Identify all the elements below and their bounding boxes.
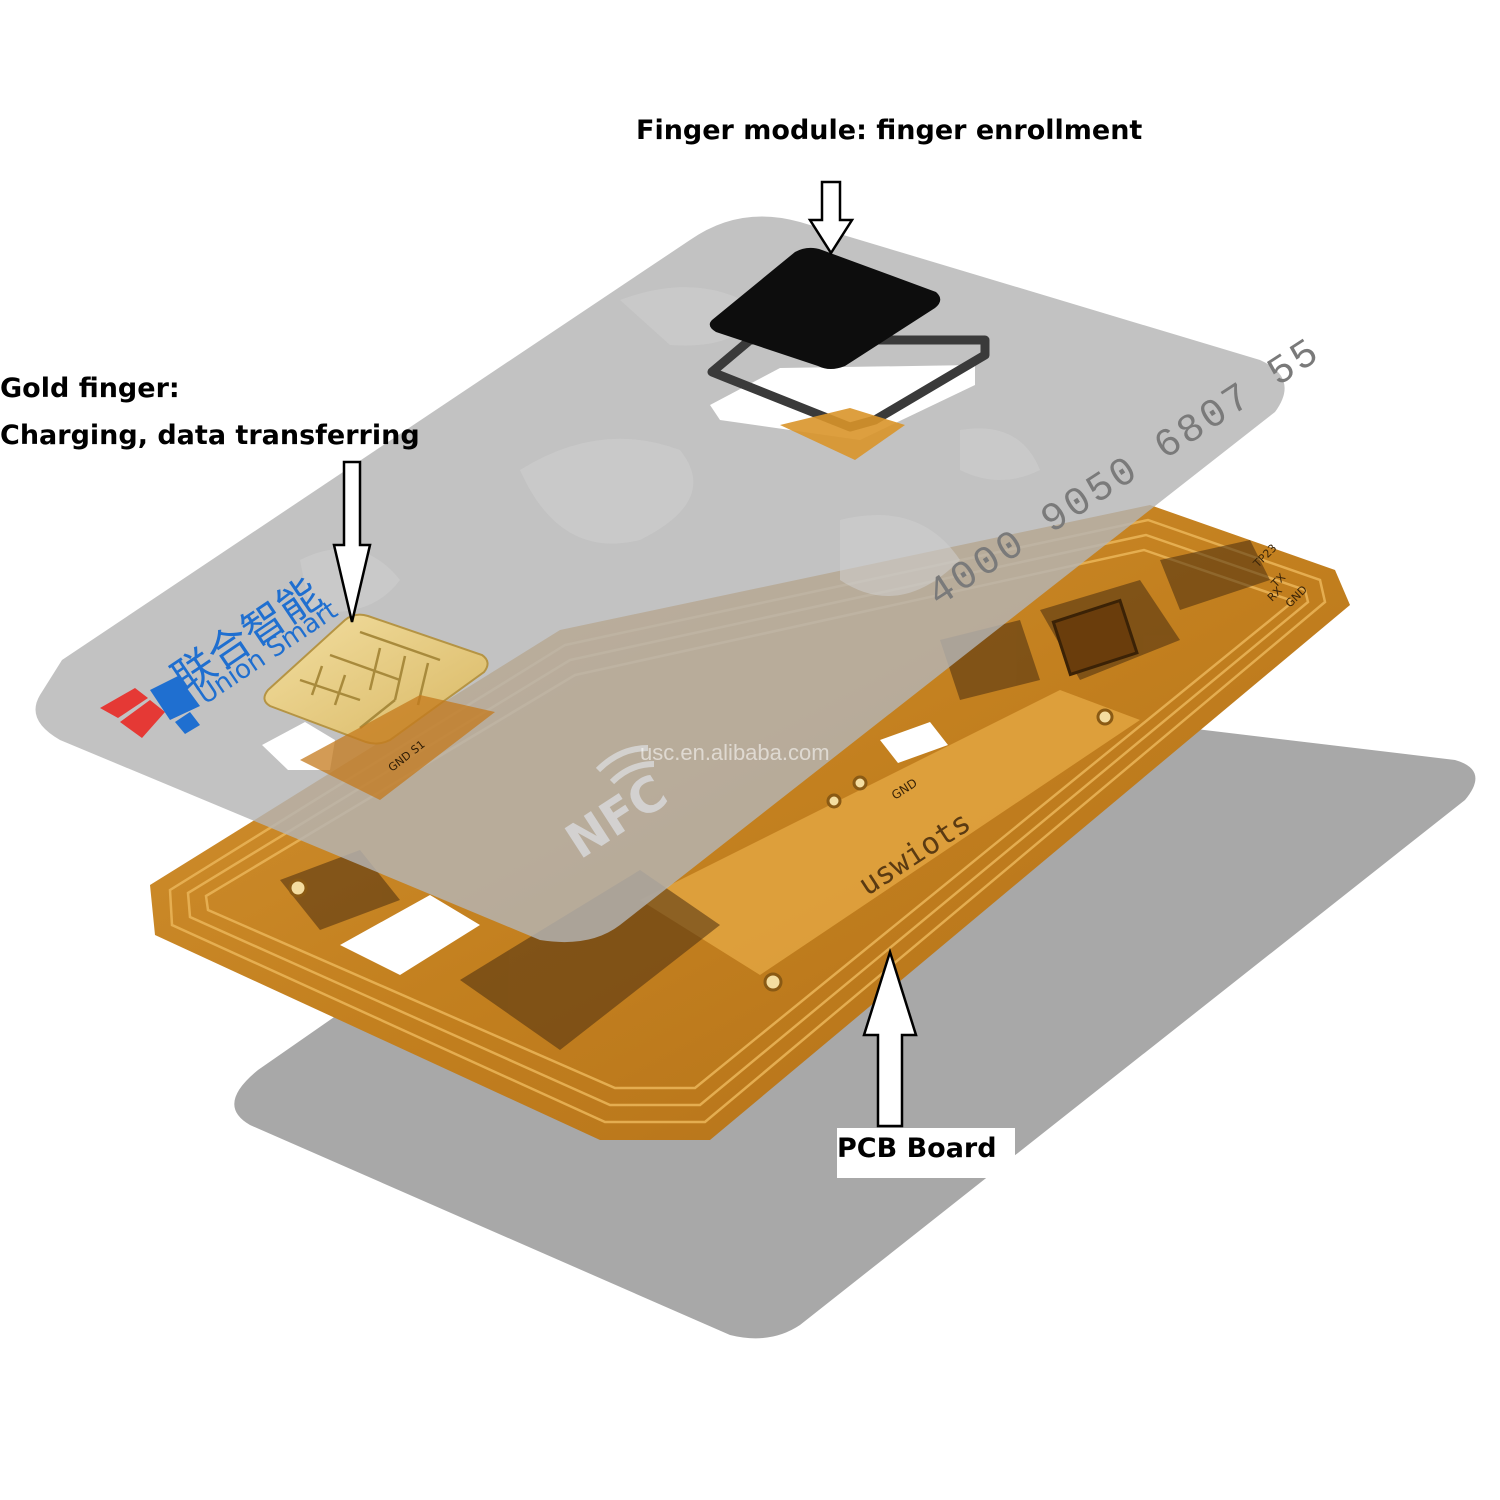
gold-chip [263, 613, 489, 745]
pcb-chip [1051, 598, 1139, 677]
nfc-wave-icon [595, 745, 655, 785]
world-map-pattern [300, 287, 1040, 612]
brand-logo-icon [100, 676, 200, 738]
sensor-pad [780, 408, 905, 460]
arrow-down-icon [807, 180, 855, 256]
mounting-holes [288, 708, 1114, 992]
pcb-cutout [340, 895, 480, 975]
pcb-components [280, 540, 1270, 1050]
copper-pour [640, 690, 1140, 975]
fingerprint-sensor [709, 247, 941, 369]
finger-module-label: Finger module: finger enrollment [636, 115, 1143, 146]
gold-finger-title: Gold finger: [0, 373, 180, 404]
chip-pcb-pad [300, 695, 495, 800]
arrow-up-icon [862, 947, 918, 1128]
card-cutout [710, 365, 975, 440]
pcb-cutout [880, 722, 948, 763]
gold-finger-description: Charging, data transferring [0, 420, 420, 451]
watermark: usc.en.alibaba.com [640, 740, 830, 765]
pcb-board-label: PCB Board [837, 1128, 1015, 1178]
arrow-down-icon [332, 460, 372, 623]
